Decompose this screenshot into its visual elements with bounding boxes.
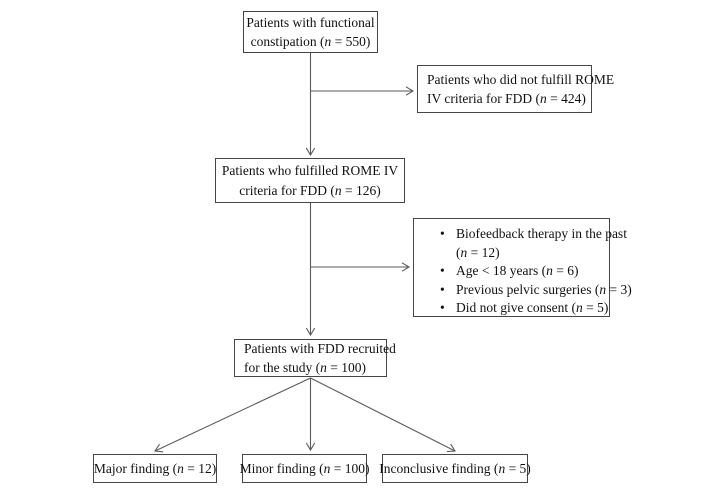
label-part: Did not give consent (	[456, 300, 576, 315]
arrow-recruited-to-inconclusive	[310, 377, 456, 453]
box-minor-finding: Minor finding (n = 100)	[240, 454, 370, 483]
box-text-line: IV criteria for FDD (n = 424)	[427, 89, 586, 109]
box-text-line: criteria for FDD (n = 126)	[239, 181, 380, 201]
label-part: Previous pelvic surgeries (	[456, 281, 600, 297]
box-text-line: Age < 18 years (n = 6)	[456, 262, 605, 281]
label-part: constipation (	[250, 34, 325, 49]
box-text-line: Inconclusive finding (n = 5)	[379, 459, 531, 479]
box-text-line: Did not give consent (n = 5)	[456, 299, 608, 318]
label-part: Patients who fulfilled ROME IV	[221, 163, 399, 178]
label-part: = 6)	[552, 263, 579, 278]
n-symbol: n	[177, 460, 184, 476]
n-symbol: n	[320, 360, 327, 375]
label-part: = 100)	[330, 460, 370, 476]
n-symbol: n	[546, 263, 553, 278]
label-part: Inconclusive finding (	[379, 460, 499, 476]
label-part: Minor finding (	[239, 460, 324, 476]
label-part: = 3)	[606, 281, 632, 297]
box-text-line: constipation (n = 550)	[251, 32, 371, 52]
label-part: = 5)	[505, 460, 531, 476]
label-part: = 126)	[341, 182, 381, 198]
exclusion-item-age: Age < 18 years (n = 6)	[414, 262, 605, 281]
box-fulfilled-rome: Patients who fulfilled ROME IV criteria …	[215, 158, 405, 203]
label-part: Age < 18 years (	[456, 263, 547, 278]
arrow-recruited-to-major	[154, 377, 311, 453]
label-part: Patients with functional	[246, 14, 375, 30]
box-major-finding: Major finding (n = 12)	[93, 454, 217, 483]
box-text-line: (n = 12)	[456, 244, 605, 263]
box-text-line: Minor finding (n = 100)	[240, 459, 370, 479]
n-symbol: n	[575, 300, 583, 315]
n-symbol: n	[460, 244, 468, 260]
label-part: Biofeedback therapy in the past	[456, 226, 627, 241]
box-text-line: Patients who fulfilled ROME IV	[222, 161, 398, 181]
box-text-line: Major finding (n = 12)	[94, 459, 216, 479]
n-symbol: n	[539, 91, 547, 106]
exclusion-item-consent: Did not give consent (n = 5)	[414, 299, 608, 318]
box-recruited: Patients with FDD recruited for the stud…	[234, 339, 396, 378]
box-text-line: for the study (n = 100)	[244, 358, 366, 378]
label-part: = 5)	[582, 300, 609, 315]
label-part: for the study (	[244, 360, 321, 375]
exclusion-item-biofeedback: Biofeedback therapy in the past (n = 12)	[414, 225, 627, 263]
label-part: = 100)	[326, 360, 366, 375]
n-symbol: n	[334, 182, 342, 198]
box-exclusions: Biofeedback therapy in the past (n = 12)…	[413, 218, 632, 318]
box-inconclusive-finding: Inconclusive finding (n = 5)	[379, 454, 531, 483]
label-part: = 424)	[546, 91, 586, 106]
box-not-fulfill-rome: Patients who did not fulfill ROME IV cri…	[417, 65, 614, 113]
exclusion-item-surgeries: Previous pelvic surgeries (n = 3)	[414, 281, 632, 300]
label-part: = 12)	[467, 244, 500, 260]
box-text-line: Previous pelvic surgeries (n = 3)	[456, 281, 632, 300]
label-part: Patients with FDD recruited	[244, 340, 396, 356]
label-part: criteria for FDD (	[239, 182, 335, 198]
label-part: IV criteria for FDD (	[427, 91, 540, 106]
label-part: (	[456, 244, 461, 260]
n-symbol: n	[323, 460, 331, 476]
box-functional-constipation: Patients with functional constipation (n…	[243, 11, 378, 53]
label-part: = 550)	[331, 34, 371, 49]
label-part: Patients who did not fulfill ROME	[427, 71, 615, 87]
n-symbol: n	[498, 460, 506, 476]
box-text-line: Patients who did not fulfill ROME	[427, 70, 614, 90]
box-text-line: Patients with FDD recruited	[244, 339, 396, 359]
n-symbol: n	[324, 34, 332, 49]
label-part: = 12)	[183, 460, 217, 476]
n-symbol: n	[599, 281, 607, 297]
box-text-line: Biofeedback therapy in the past	[456, 225, 627, 244]
label-part: Major finding (	[93, 460, 178, 476]
box-text-line: Patients with functional	[246, 13, 374, 33]
